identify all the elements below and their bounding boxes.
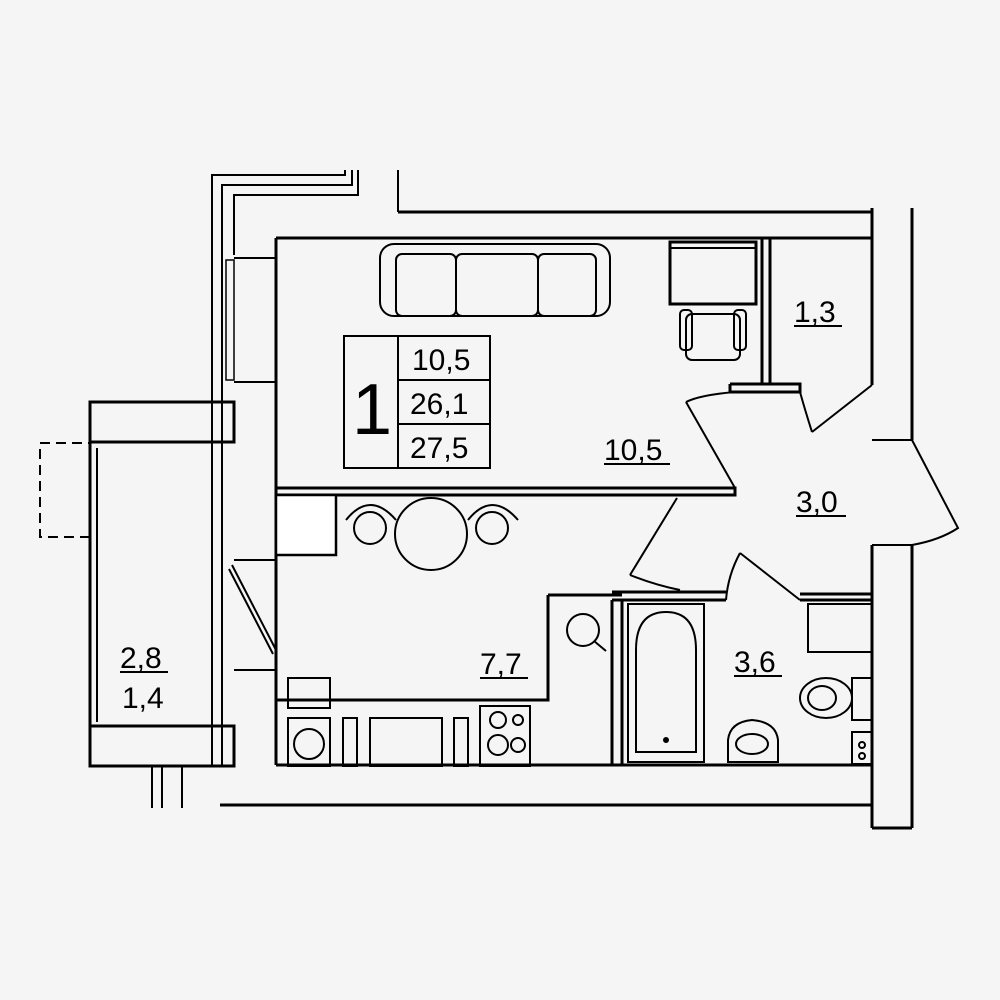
entrance-shaft — [211, 170, 399, 765]
left-windows — [225, 257, 277, 671]
balcony — [39, 400, 236, 808]
rooms-count: 1 — [352, 370, 392, 450]
summary-table: 1 10,5 26,1 27,5 — [343, 335, 491, 469]
sofa — [379, 243, 611, 317]
summary-living-area: 10,5 — [412, 344, 470, 377]
balcony-reduced-area: 1,4 — [122, 682, 164, 715]
storage-area: 1,3 — [794, 296, 836, 329]
bathroom-area: 3,6 — [734, 646, 776, 679]
exterior-walls — [220, 208, 914, 830]
bathroom-fixtures — [627, 603, 873, 765]
room-labels: 10,5 1,3 3,0 7,7 3,6 2,8 1,4 — [120, 296, 846, 715]
balcony-area: 2,8 — [120, 642, 162, 675]
interior-walls — [274, 238, 872, 765]
kitchen-counter — [287, 613, 607, 767]
dining-set — [345, 497, 519, 571]
desk — [668, 240, 758, 361]
summary-total-area: 27,5 — [410, 432, 468, 465]
kitchen-area: 7,7 — [480, 648, 522, 681]
living-room-area: 10,5 — [604, 434, 662, 467]
summary-living-total: 26,1 — [410, 388, 468, 421]
hall-area: 3,0 — [796, 486, 838, 519]
doors — [629, 384, 960, 601]
